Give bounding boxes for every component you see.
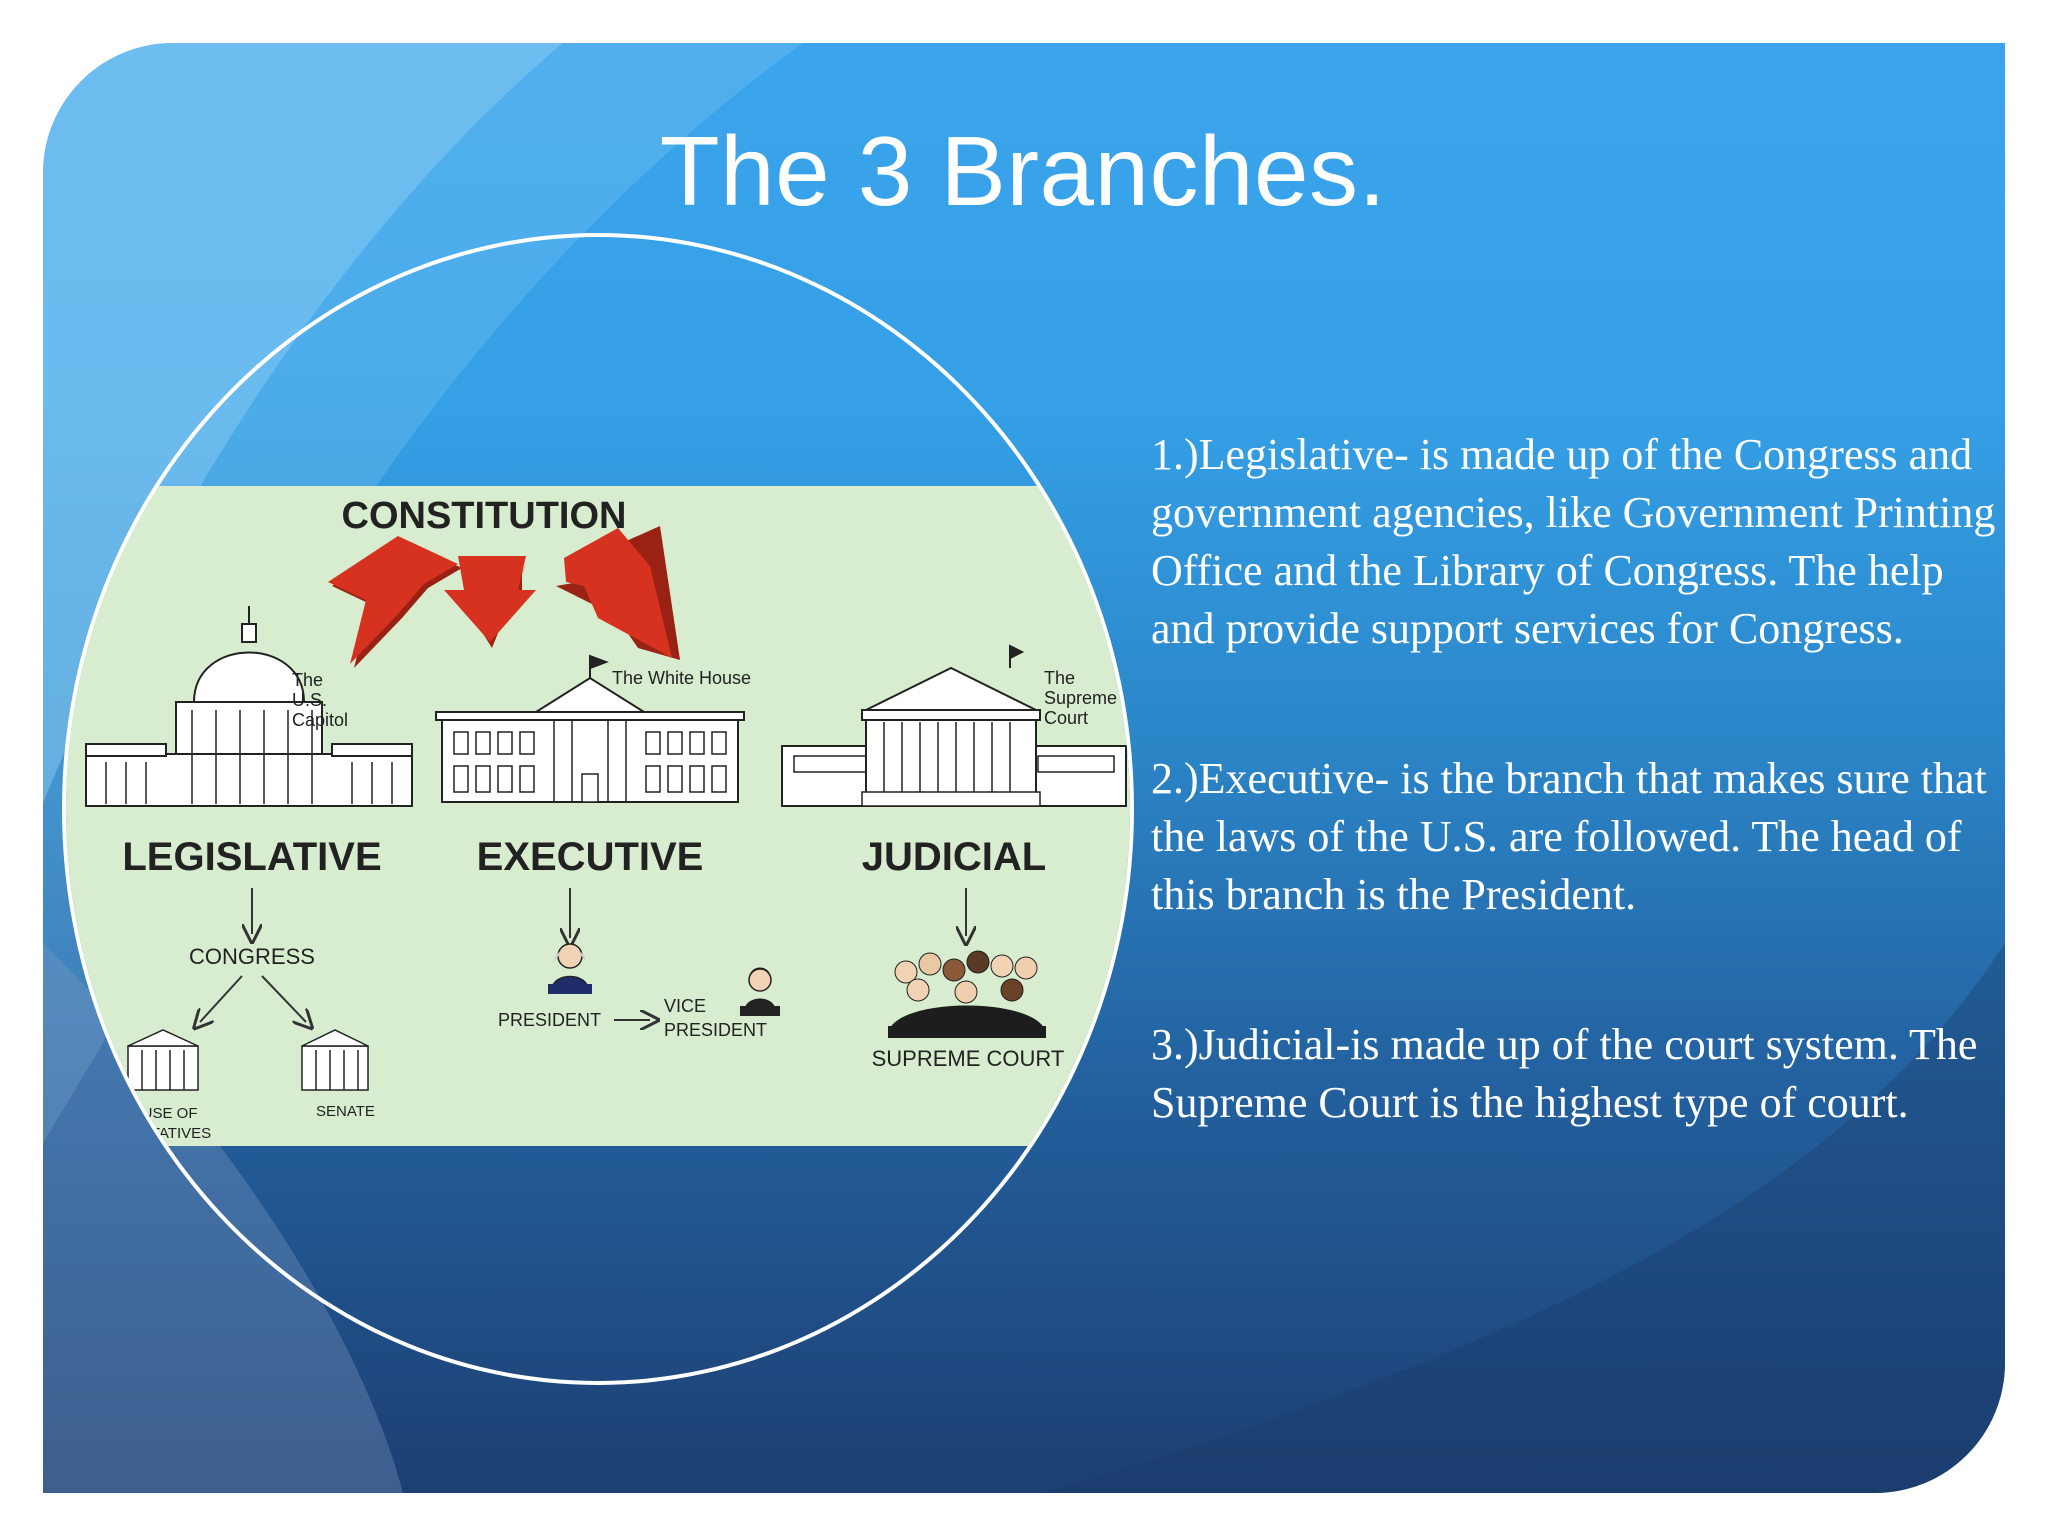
senate-label: SENATE (316, 1103, 375, 1120)
president-icon (548, 943, 592, 994)
diagram-circle-frame: CONSTITUTION (62, 233, 1134, 1385)
vice-president-icon (740, 967, 780, 1016)
vice-president-label-2: PRESIDENT (664, 1020, 767, 1040)
legislative-label: LEGISLATIVE (122, 835, 381, 879)
capitol-caption-3: Capitol (292, 710, 348, 730)
president-label: PRESIDENT (498, 1010, 601, 1030)
senate-building-icon (301, 1029, 369, 1091)
congress-to-senate-arrow (261, 975, 306, 1022)
justices-icon (888, 950, 1046, 1038)
vice-president-label-1: VICE (664, 996, 706, 1016)
supreme-court-icon (781, 644, 1127, 807)
capitol-caption-2: U.S. (292, 690, 327, 710)
branches-bullet-list: 1.)Legislative- is made up of the Congre… (1151, 426, 1997, 1224)
congress-to-house-arrow (200, 975, 243, 1022)
capitol-icon (85, 606, 413, 807)
bullet-legislative: 1.)Legislative- is made up of the Congre… (1151, 430, 1996, 653)
supreme-court-caption-2: Supreme (1044, 688, 1117, 708)
congress-label: CONGRESS (189, 944, 315, 969)
house-label-1: OUSE OF (130, 1105, 198, 1122)
house-label-2: ENTATIVES (130, 1125, 211, 1142)
constitution-arrow-right (556, 526, 680, 660)
capitol-caption-1: The (292, 670, 323, 690)
supreme-court-caption-1: The (1044, 668, 1075, 688)
supreme-court-caption-3: Court (1044, 708, 1088, 728)
slide-title: The 3 Branches. (659, 116, 1387, 226)
white-house-icon (435, 654, 745, 803)
bullet-executive: 2.)Executive- is the branch that makes s… (1151, 754, 1987, 919)
branches-diagram: CONSTITUTION (66, 486, 1130, 1146)
bullet-judicial: 3.)Judicial-is made up of the court syst… (1151, 1020, 1978, 1127)
judicial-label: JUDICIAL (862, 835, 1046, 879)
slide: The 3 Branches. CONSTITUTION (43, 43, 2005, 1493)
constitution-heading: CONSTITUTION (342, 495, 627, 537)
constitution-arrow-center (444, 556, 536, 648)
constitution-arrow-left (328, 536, 462, 668)
executive-label: EXECUTIVE (477, 835, 704, 879)
supreme-court-label: SUPREME COURT (872, 1046, 1065, 1071)
house-building-icon (127, 1029, 199, 1091)
white-house-caption: The White House (612, 668, 751, 688)
